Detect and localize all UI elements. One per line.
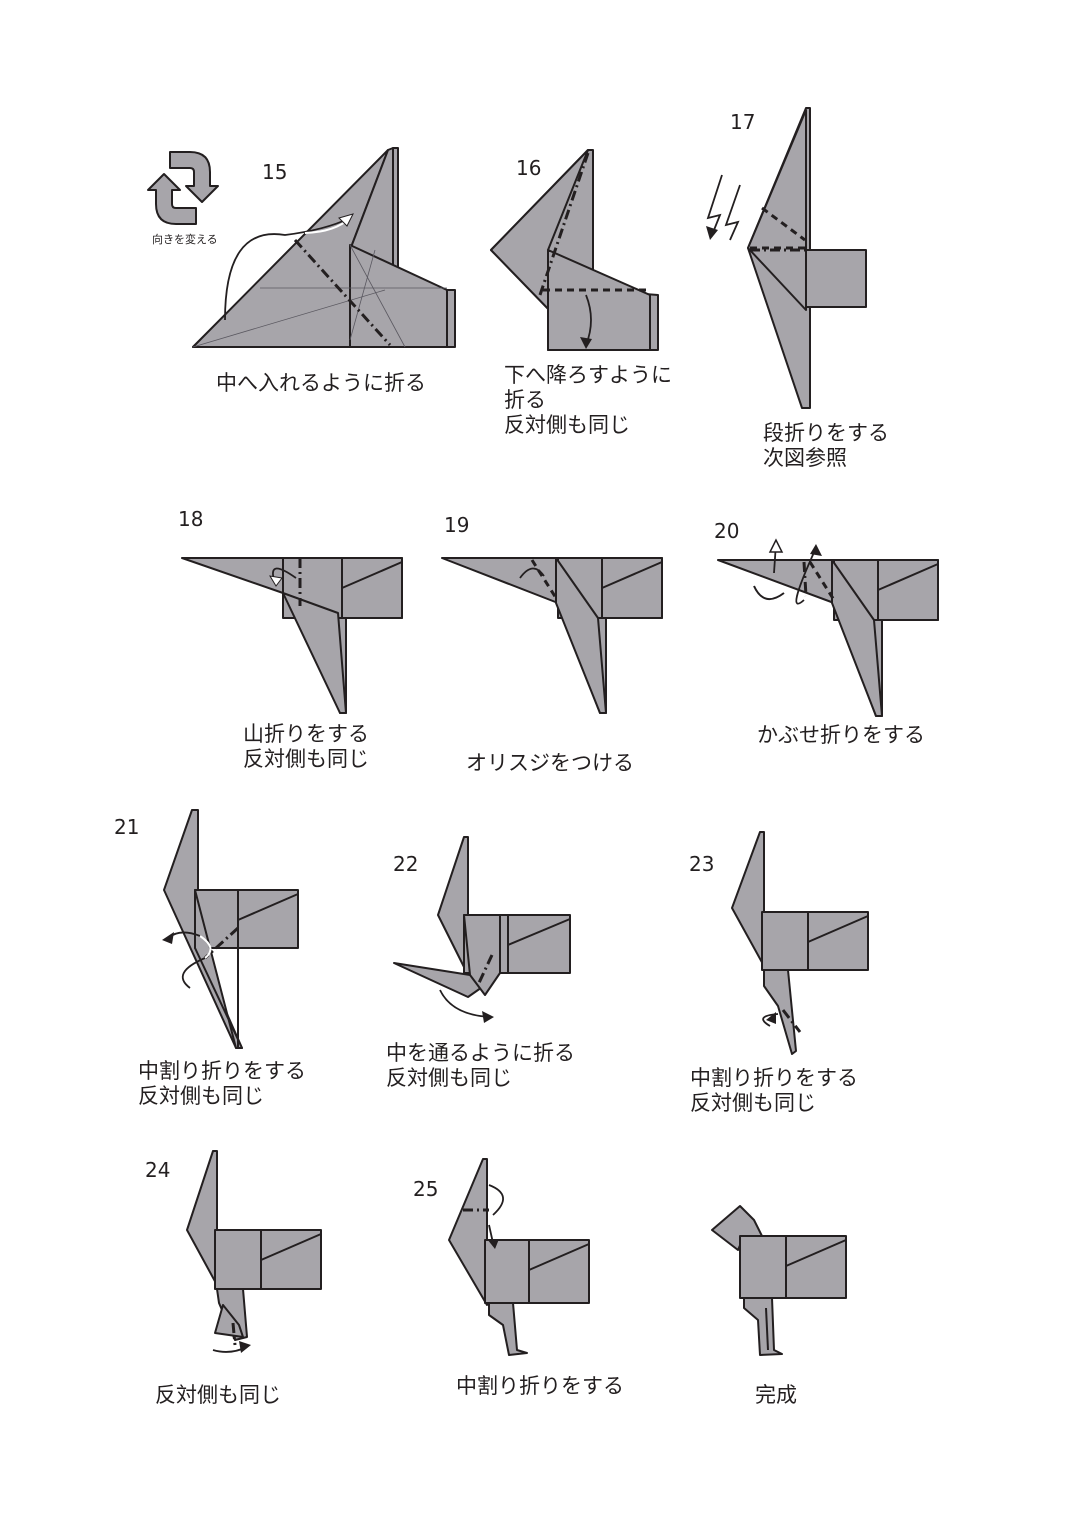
step-19-caption: オリスジをつける [466, 751, 634, 775]
step-22-diagram [393, 836, 571, 1023]
step-19-number: 19 [444, 513, 470, 537]
completed-model-diagram [711, 1205, 847, 1356]
step-16-caption: 下へ降ろすように 折る 反対側も同じ [504, 363, 672, 437]
step-17-caption: 段折りをする 次図参照 [763, 421, 889, 470]
step-23-diagram [731, 831, 869, 1055]
step-25-diagram [448, 1158, 590, 1356]
step-16-diagram [490, 149, 659, 351]
step-23-caption: 中割り折りをする 反対側も同じ [690, 1066, 858, 1115]
step-18-number: 18 [178, 507, 204, 531]
rotate-arrows-icon [147, 151, 219, 225]
step-18-diagram [181, 557, 403, 714]
step-22-number: 22 [393, 852, 419, 876]
step-18-caption: 山折りをする 反対側も同じ [243, 722, 369, 771]
step-15-number: 15 [262, 160, 288, 184]
step-25-caption: 中割り折りをする [456, 1374, 624, 1398]
step-16-number: 16 [516, 156, 542, 180]
step-24-number: 24 [145, 1158, 171, 1182]
step-25-number: 25 [413, 1177, 439, 1201]
step-17-diagram [706, 107, 867, 409]
step-15-caption: 中へ入れるように折る [216, 371, 426, 395]
step-24-diagram [186, 1150, 322, 1353]
turn-over-label: 向きを変える [152, 233, 218, 246]
completed-caption: 完成 [755, 1383, 797, 1407]
step-23-number: 23 [689, 852, 715, 876]
step-21-diagram [162, 809, 299, 1049]
step-21-caption: 中割り折りをする 反対側も同じ [138, 1059, 306, 1108]
step-21-number: 21 [114, 815, 140, 839]
step-20-diagram [717, 538, 939, 717]
step-17-number: 17 [730, 110, 756, 134]
step-19-diagram [441, 557, 663, 714]
step-22-caption: 中を通るように折る 反対側も同じ [386, 1041, 575, 1090]
step-24-caption: 反対側も同じ [155, 1383, 281, 1407]
step-20-number: 20 [714, 519, 740, 543]
step-15-diagram [192, 147, 456, 348]
step-20-caption: かぶせ折りをする [757, 723, 925, 747]
